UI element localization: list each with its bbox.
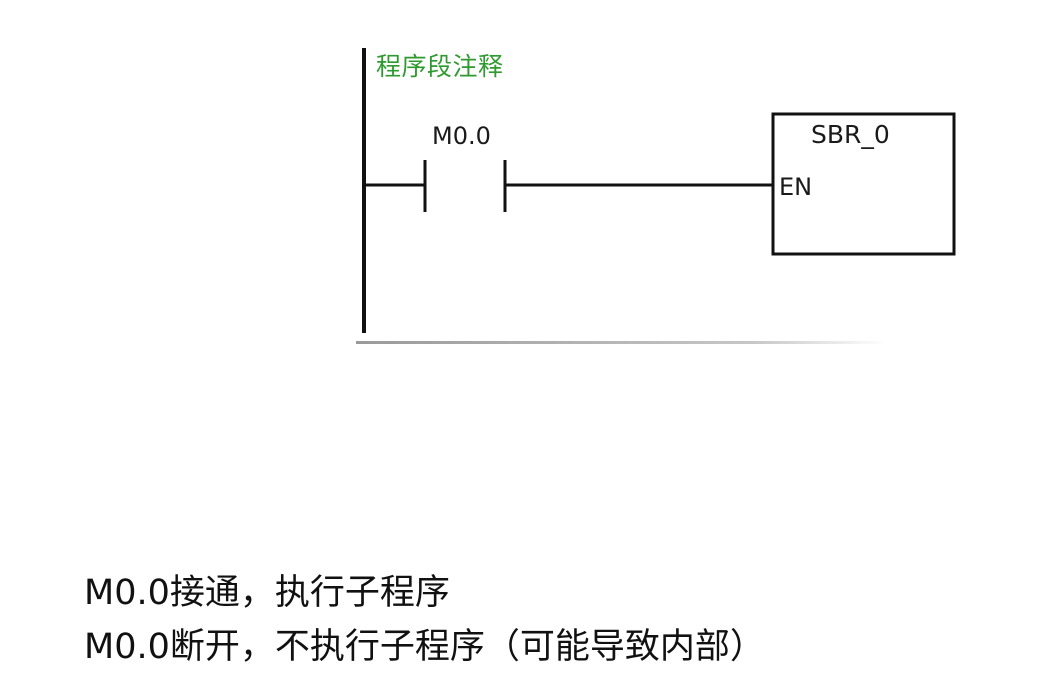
- subroutine-label: SBR_0: [811, 120, 890, 149]
- enable-input-label: EN: [779, 173, 813, 201]
- contact-label: M0.0: [432, 122, 491, 150]
- ladder-diagram: 程序段注释 M0.0 SBR_0 EN: [356, 48, 956, 344]
- explanation-line-2: M0.0断开，不执行子程序（可能导致内部）: [84, 627, 765, 667]
- network-comment: 程序段注释: [376, 52, 504, 81]
- ladder-diagram-svg: [356, 48, 956, 344]
- sbr-call-box: [771, 112, 956, 256]
- network-separator: [356, 341, 886, 344]
- explanation-line-1: M0.0接通，执行子程序: [84, 573, 450, 613]
